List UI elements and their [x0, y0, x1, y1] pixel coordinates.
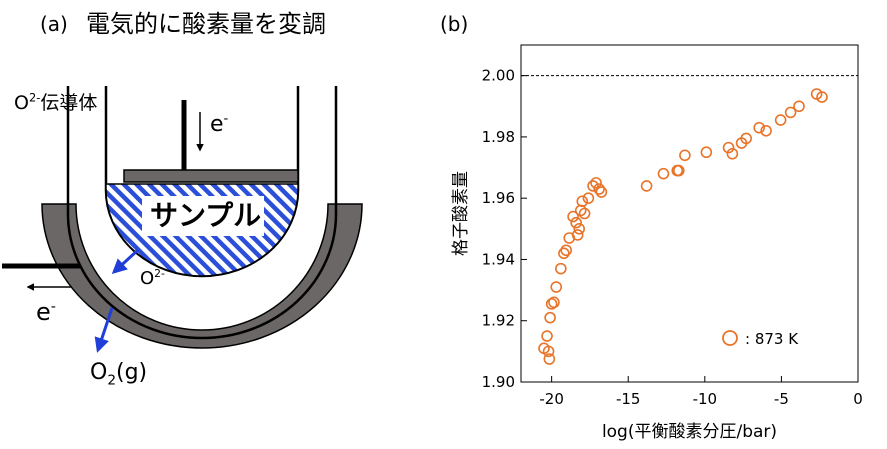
data-point [570, 216, 582, 229]
data-point [722, 141, 735, 154]
y-tick-label: 1.90 [482, 373, 515, 391]
sample-label-box [142, 196, 264, 236]
data-point [679, 149, 691, 162]
data-point [593, 183, 605, 195]
data-point [793, 100, 805, 113]
data-point [576, 195, 589, 208]
data-point [560, 244, 572, 257]
x-tick-label: -10 [693, 390, 718, 408]
data-point [582, 192, 595, 204]
legend-label: : 873 K [745, 330, 799, 348]
data-point [543, 353, 556, 365]
data-point [555, 262, 567, 275]
plot-frame [520, 44, 859, 383]
electron-top-label: e- [210, 111, 229, 137]
data-point [740, 132, 752, 145]
top-electrode-plate [123, 169, 299, 183]
electrolyte-outer-wall [66, 86, 338, 340]
data-point [753, 121, 765, 134]
data-point [545, 298, 558, 310]
data-point [640, 180, 653, 192]
data-point [816, 91, 828, 103]
y-tick-label: 2.00 [482, 67, 515, 85]
data-point [578, 207, 591, 220]
data-point [548, 296, 560, 309]
oxide-conductor-label: O2-伝導体 [14, 90, 98, 114]
data-point [587, 180, 599, 192]
y-tick-label: 1.96 [482, 189, 515, 207]
y-tick-label: 1.92 [482, 312, 515, 330]
y-tick-label: 1.94 [482, 250, 515, 268]
data-point [595, 186, 608, 198]
y-axis-label: 格子酸素量 [451, 171, 471, 256]
x-tick-label: 0 [853, 390, 863, 408]
x-tick-label: -5 [774, 390, 789, 408]
data-point [590, 177, 602, 189]
panel-a-title: 電気的に酸素量を変調 [86, 10, 326, 38]
panel-b-label: (b) [440, 12, 469, 36]
x-tick-label: -20 [539, 390, 564, 408]
data-point [567, 210, 579, 223]
data-point [542, 345, 555, 358]
data-point [544, 311, 556, 324]
x-axis-label: log(平衡酸素分圧/bar) [602, 422, 777, 442]
oxide-ion-label: O2- [140, 267, 165, 289]
data-point [541, 330, 553, 342]
panel-a-label: (a) [40, 12, 68, 36]
data-point [774, 114, 787, 126]
electron-left-label: e- [36, 298, 56, 326]
y-tick-label: 1.98 [482, 128, 515, 146]
legend-marker [722, 330, 738, 346]
lattice-oxygen-chart: -20 -15 -10 -5 0 1.90 1.92 1.94 1.96 1.98 2.00 log(… [451, 44, 863, 442]
data-point [726, 147, 739, 160]
data-point [550, 281, 563, 293]
data-point [573, 223, 586, 235]
data-point [558, 247, 570, 260]
data-point [700, 146, 713, 159]
sample-label: サンプル [150, 199, 262, 232]
data-point [784, 106, 797, 119]
data-point [760, 124, 772, 137]
oxygen-gas-arrow [94, 307, 114, 353]
x-tick-label: -15 [616, 390, 641, 408]
oxygen-gas-label: O2(g) [90, 360, 148, 389]
data-point [672, 164, 685, 177]
oxide-ion-arrow [111, 248, 140, 275]
data-point [571, 229, 584, 241]
data-point [657, 167, 670, 180]
